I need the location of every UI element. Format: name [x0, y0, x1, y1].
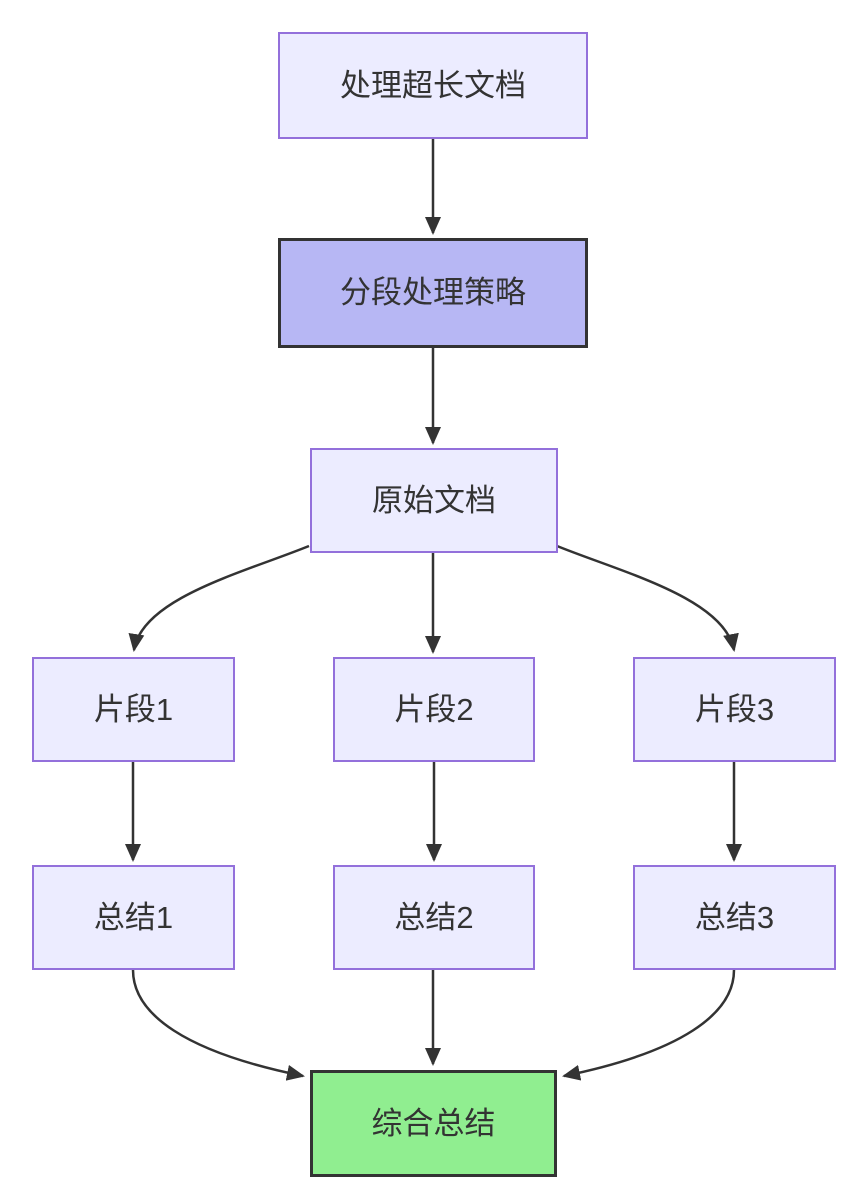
node-label: 片段3 [694, 691, 775, 727]
edge-s3-to-f [562, 969, 736, 1081]
node-segmentation-strategy: 分段处理策略 [278, 238, 588, 348]
edge-c-to-d3 [556, 544, 739, 652]
node-label: 片段2 [394, 691, 474, 727]
node-label: 片段1 [93, 691, 174, 727]
node-process-long-document: 处理超长文档 [278, 32, 588, 139]
node-label: 总结2 [394, 899, 474, 935]
node-original-document: 原始文档 [310, 448, 558, 553]
node-summary-1: 总结1 [32, 865, 235, 970]
node-summary-2: 总结2 [333, 865, 535, 970]
node-label: 分段处理策略 [340, 275, 526, 311]
node-label: 原始文档 [372, 482, 496, 518]
edge-c-to-d1 [128, 544, 310, 652]
node-label: 综合总结 [371, 1105, 496, 1141]
node-fragment-3: 片段3 [633, 657, 836, 762]
node-label: 总结3 [694, 899, 775, 935]
node-combined-summary: 综合总结 [310, 1070, 557, 1177]
edge-s1-to-f [131, 969, 305, 1081]
node-label: 总结1 [93, 899, 174, 935]
node-fragment-1: 片段1 [32, 657, 235, 762]
node-label: 处理超长文档 [340, 67, 526, 103]
node-fragment-2: 片段2 [333, 657, 535, 762]
node-summary-3: 总结3 [633, 865, 836, 970]
